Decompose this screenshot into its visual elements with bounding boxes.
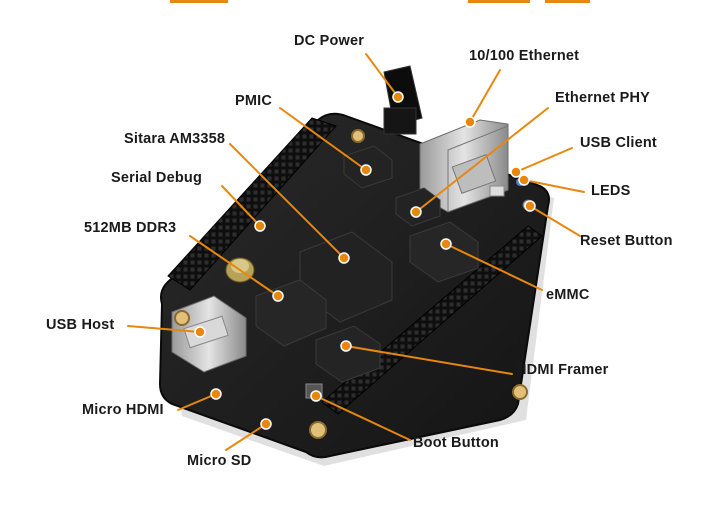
label-emmc: eMMC <box>546 287 590 303</box>
leader-micro-hdmi <box>177 393 217 411</box>
label-dc-power: DC Power <box>294 33 365 49</box>
label-ethernet-phy: Ethernet PHY <box>555 90 651 106</box>
label-serial-debug: Serial Debug <box>111 170 203 186</box>
label-ddr3: 512MB DDR3 <box>84 220 177 236</box>
label-hdmi-framer: HDMI Framer <box>516 362 609 378</box>
leader-leds <box>523 179 585 193</box>
chip-emmc <box>409 221 479 283</box>
label-pmic: PMIC <box>235 93 273 109</box>
leader-pmic <box>279 107 367 171</box>
top-bar-left <box>170 0 228 3</box>
label-sitara: Sitara AM3358 <box>124 131 226 147</box>
leader-boot <box>315 395 411 441</box>
label-reset-button: Reset Button <box>580 233 673 249</box>
leader-dc-power <box>365 53 399 98</box>
leader-usb-client <box>515 147 573 173</box>
leader-emmc <box>445 243 543 291</box>
leader-reset <box>529 205 581 237</box>
label-micro-sd: Micro SD <box>187 453 252 469</box>
mount-hole <box>351 129 365 143</box>
label-micro-hdmi: Micro HDMI <box>82 402 164 418</box>
label-usb-host: USB Host <box>46 317 115 333</box>
top-bar-mid <box>468 0 530 3</box>
header-left <box>167 117 337 291</box>
leader-ethernet-phy <box>415 107 549 213</box>
label-usb-client: USB Client <box>580 135 657 151</box>
mount-hole <box>512 384 528 400</box>
leader-serial-debug <box>221 185 261 227</box>
leader-ddr3 <box>189 235 279 297</box>
leader-sitara <box>229 143 345 259</box>
leader-hdmi-framer <box>345 345 513 375</box>
leader-micro-sd <box>225 423 267 451</box>
mount-hole <box>174 310 190 326</box>
label-boot-button: Boot Button <box>413 435 499 451</box>
label-leds: LEDS <box>591 183 631 199</box>
leader-usb-host <box>127 325 201 333</box>
chip-hdmi <box>315 325 381 383</box>
mount-hole <box>309 421 327 439</box>
leader-ethernet <box>469 69 501 123</box>
label-ethernet: 10/100 Ethernet <box>469 48 580 64</box>
top-bar-right <box>545 0 590 3</box>
